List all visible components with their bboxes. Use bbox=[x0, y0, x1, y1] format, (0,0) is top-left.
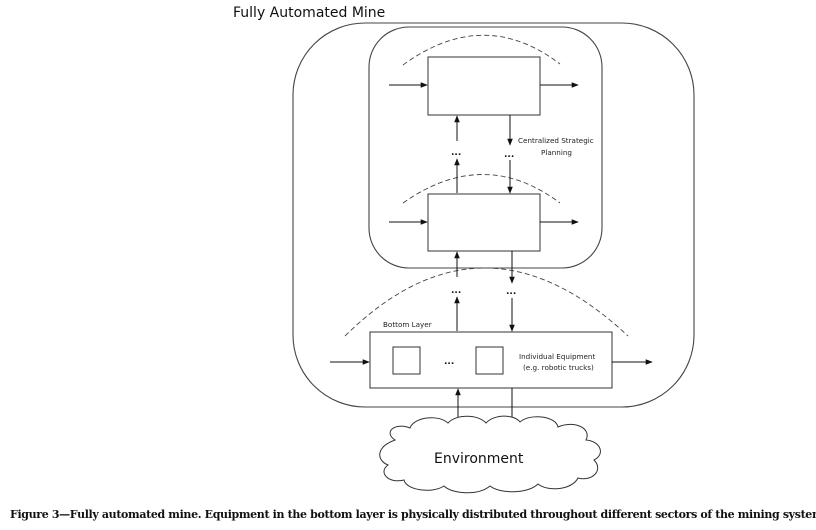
diagram-title: Fully Automated Mine bbox=[233, 5, 385, 21]
ellipsis-left-upper: ... bbox=[451, 148, 461, 158]
bottom-layer-label: Bottom Layer bbox=[383, 320, 432, 329]
figure-caption: Figure 3—Fully automated mine. Equipment… bbox=[10, 508, 816, 521]
top-dashed-arc bbox=[402, 34, 561, 66]
top-layer-box bbox=[427, 56, 541, 116]
equipment-unit-1 bbox=[392, 346, 421, 375]
middle-dashed-arc bbox=[402, 174, 561, 204]
equipment-label-line1: Individual Equipment bbox=[519, 352, 595, 361]
equipment-ellipsis: ... bbox=[444, 357, 454, 367]
ellipsis-right-lower: ... bbox=[506, 287, 516, 297]
environment-cloud bbox=[379, 415, 601, 494]
centralized-planning-label-line1: Centralized Strategic bbox=[518, 136, 594, 145]
outer-mine-frame bbox=[292, 22, 695, 408]
equipment-label-line2: (e.g. robotic trucks) bbox=[523, 363, 594, 372]
ellipsis-left-lower: ... bbox=[451, 286, 461, 296]
equipment-unit-n bbox=[475, 346, 504, 375]
middle-layer-box bbox=[427, 193, 541, 252]
centralized-planning-label-line2: Planning bbox=[541, 148, 572, 157]
environment-label: Environment bbox=[434, 451, 524, 467]
ellipsis-right-upper: ... bbox=[504, 150, 514, 160]
bottom-dashed-arc bbox=[344, 267, 629, 337]
